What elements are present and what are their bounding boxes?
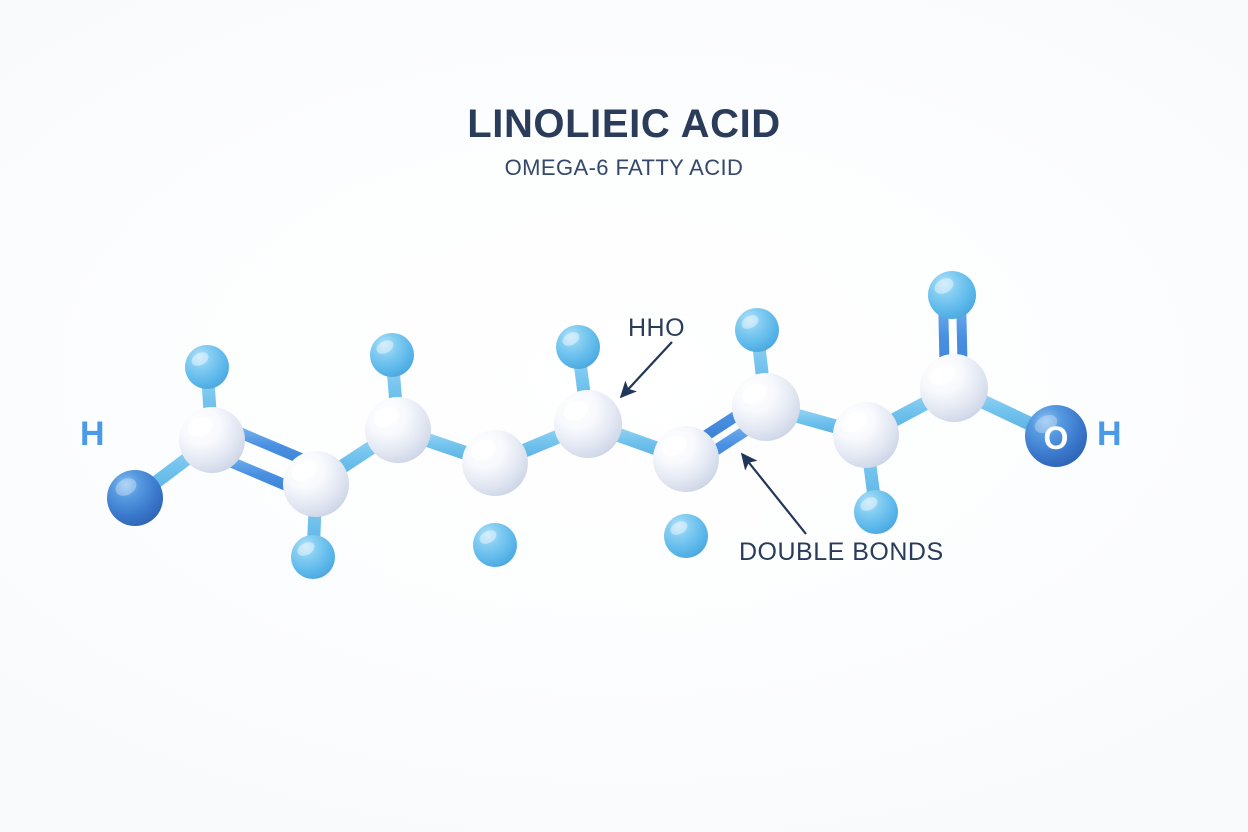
atom-hydrogen [664,514,708,558]
hho-callout-arrow [619,341,673,399]
oxygen-atom-label: O [1044,420,1069,456]
atom-hydrogen [854,490,898,534]
atom-carbon [554,390,622,458]
atom-carbon [920,354,988,422]
atom-carbon [365,397,431,463]
atom-hydrogen [556,325,600,369]
atom-carbon [653,426,719,492]
atom-oxygen-hydroxyl: O [1025,405,1087,467]
atom-hydrogen [735,308,779,352]
atom-carbon [833,402,899,468]
atom-hydrogen [291,535,335,579]
callout-arrow-layer [619,341,807,535]
atom-hydrogen [185,345,229,389]
atom-oxygen-carbonyl [928,271,976,319]
atom-hydrogen [473,523,517,567]
atom-carbon [732,373,800,441]
atom-hydrogen [370,333,414,377]
atom-carbon [179,407,245,473]
double-bonds-callout-arrow [740,452,807,535]
atom-hydrogen-terminal-left [107,470,163,526]
atom-carbon [283,451,349,517]
atom-carbon [462,430,528,496]
atom-layer: O [107,271,1087,579]
